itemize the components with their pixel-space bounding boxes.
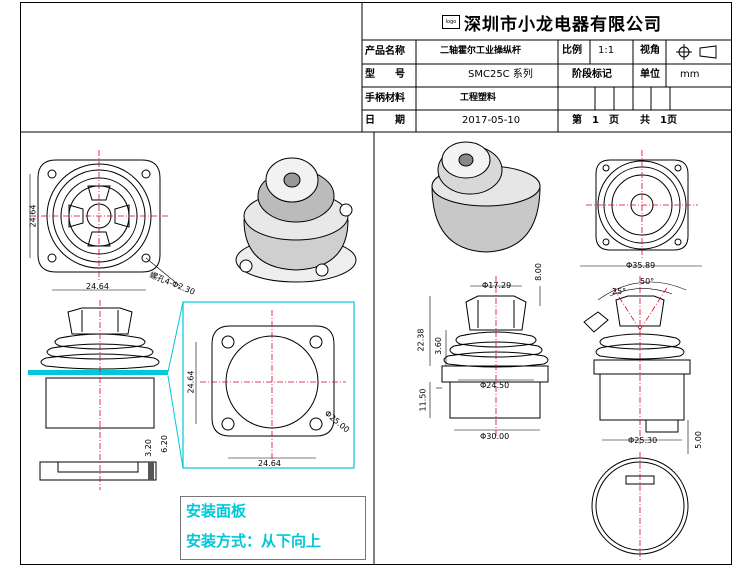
- dim-panel-horizontal: 24.64: [258, 459, 281, 468]
- dim-right-bottom-dia: Φ30.00: [480, 432, 510, 441]
- top-left-dims: [29, 174, 181, 291]
- dim-side-thick-1: 3.20: [143, 439, 153, 457]
- sheet-label: 第 1 页: [572, 115, 619, 126]
- dim-far-angle-25: 25°: [612, 287, 627, 296]
- stage-label: 阶段标记: [572, 69, 612, 80]
- panel-note-title: 安装面板: [186, 502, 247, 520]
- material-value: 工程塑料: [460, 93, 497, 103]
- dim-right-11-50: 11.50: [418, 388, 428, 412]
- panel-plate: [28, 370, 168, 375]
- panel-note-method: 安装方式：从下向上: [186, 532, 322, 550]
- centerlines-top-right: [586, 150, 698, 258]
- dim-side-thick-2: 6.20: [159, 435, 169, 453]
- iso-view-right: [431, 141, 541, 253]
- centerline-tilt: [611, 276, 669, 444]
- centerlines-panel: [200, 310, 346, 460]
- dim-top-left-horizontal: 24.64: [86, 282, 109, 291]
- panel-leaders: [167, 301, 184, 469]
- side-view-left: [39, 307, 160, 481]
- dim-far-height: 5.00: [693, 431, 703, 449]
- hatch: [148, 462, 154, 480]
- date-value: 2017-05-10: [462, 115, 521, 126]
- dim-top-left-vertical: 24.64: [28, 204, 38, 228]
- panel-cutout: [195, 325, 335, 459]
- panel-cutout-box: [182, 301, 355, 469]
- date-label: 日 期: [365, 115, 405, 126]
- product-name-label: 产品名称: [365, 46, 405, 57]
- dim-right-top-dia: Φ17.29: [482, 281, 512, 290]
- scale-label: 比例: [562, 45, 582, 56]
- projection-symbol: [676, 44, 717, 60]
- dim-far-base: Φ25.30: [628, 436, 658, 445]
- tilt-view-right: [580, 265, 702, 454]
- dim-far-dia: Φ35.89: [626, 261, 656, 270]
- scale-value: 1:1: [598, 45, 615, 56]
- drawing-frame: [20, 2, 732, 565]
- panel-note-box: [180, 496, 366, 560]
- view-label: 视角: [640, 45, 660, 56]
- dim-panel-vertical: 24.64: [186, 370, 196, 394]
- iso-view-left: [235, 157, 357, 283]
- dim-right-total-height: 22.38: [416, 328, 426, 352]
- side-view-right: [429, 285, 549, 431]
- product-name-value: 二轴霍尔工业操纵杆: [440, 46, 522, 56]
- dim-right-base-dia: Φ24.50: [480, 381, 510, 390]
- model-value: SMC25C 系列: [468, 69, 533, 80]
- total-label: 共 1页: [640, 115, 677, 126]
- title-block-grid: [20, 2, 732, 565]
- centerlines-top-left: [30, 150, 168, 282]
- company-logo: logo: [442, 15, 460, 29]
- material-label: 手柄材料: [365, 93, 405, 104]
- unit-value: mm: [680, 69, 700, 80]
- unit-label: 单位: [640, 69, 660, 80]
- dim-far-angle-50: 50°: [640, 277, 655, 286]
- model-label: 型 号: [365, 69, 405, 80]
- dim-right-3-60: 3.60: [433, 337, 443, 355]
- dim-right-height: 8.00: [533, 263, 543, 281]
- bottom-view-right: [591, 457, 689, 555]
- company-name: 深圳市小龙电器有限公司: [464, 15, 662, 35]
